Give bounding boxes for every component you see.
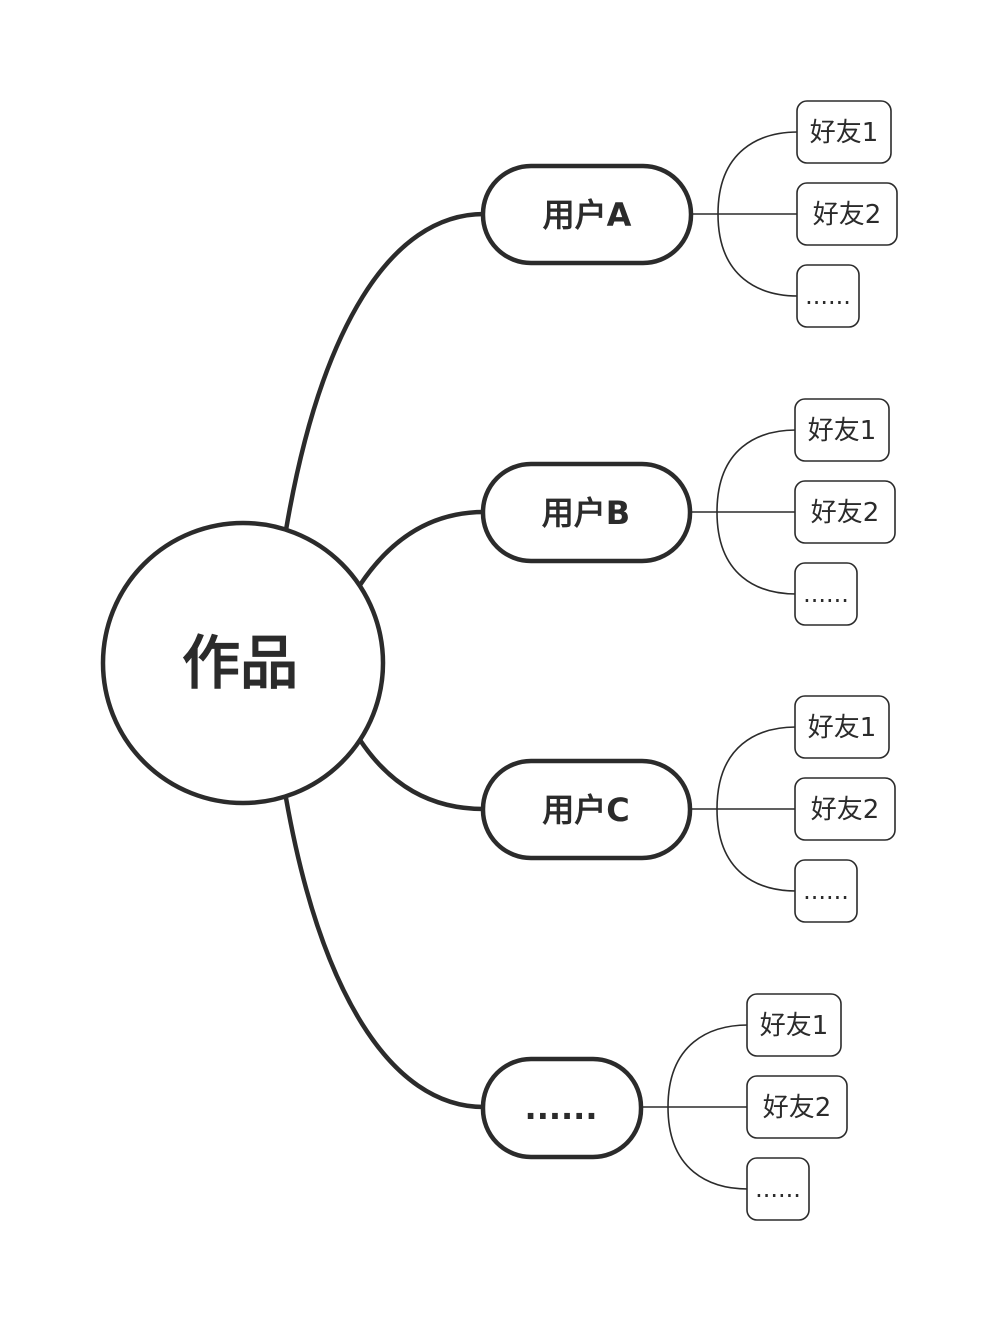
- leaf-connector: [716, 511, 797, 595]
- leaf-node-box[interactable]: [796, 264, 860, 328]
- leaf-connectors: [643, 1024, 749, 1190]
- connector-root-more: [283, 797, 485, 1110]
- leaf-node-label: ......: [805, 282, 851, 310]
- leaf-node-label: 好友1: [760, 1011, 829, 1041]
- user-node-box[interactable]: [480, 758, 693, 861]
- leaf-node-label: ......: [755, 1175, 801, 1203]
- leaf-connector: [667, 1106, 749, 1190]
- leaf-connectors: [692, 726, 797, 892]
- leaf-node-label: 好友2: [763, 1093, 832, 1123]
- branch-user-b: 用户B 好友1 好友2 ......: [480, 398, 896, 626]
- user-node-box[interactable]: [480, 163, 694, 266]
- leaf-node-box[interactable]: [794, 777, 896, 841]
- leaf-connector: [716, 808, 797, 892]
- leaf-node-box[interactable]: [796, 182, 898, 246]
- leaf-node-box[interactable]: [794, 398, 890, 462]
- leaf-node-label: ......: [803, 877, 849, 905]
- leaf-node-box[interactable]: [746, 993, 842, 1057]
- user-node-box[interactable]: [480, 461, 693, 564]
- leaf-node-box[interactable]: [746, 1075, 848, 1139]
- user-node-label: ......: [525, 1089, 598, 1127]
- leaf-connector: [717, 131, 799, 215]
- connector-root-user-a: [283, 211, 485, 531]
- leaf-connector: [667, 1024, 749, 1108]
- leaf-node-label: 好友2: [813, 200, 882, 230]
- main-connectors: [283, 211, 485, 1110]
- leaf-node-box[interactable]: [794, 695, 890, 759]
- root-label: 作品: [182, 629, 298, 697]
- leaf-node-label: 好友1: [808, 416, 877, 446]
- leaf-connector: [717, 213, 799, 297]
- user-node-box[interactable]: [480, 1056, 644, 1160]
- leaf-node-label: 好友1: [808, 713, 877, 743]
- user-node-label: 用户B: [542, 494, 630, 532]
- leaf-node-box[interactable]: [796, 100, 892, 164]
- branch-user-c: 用户C 好友1 好友2 ......: [480, 695, 896, 923]
- branch-more: ...... 好友1 好友2 ......: [480, 993, 848, 1221]
- leaf-connector: [716, 429, 797, 513]
- leaf-node-label: ......: [803, 580, 849, 608]
- leaf-node-box[interactable]: [794, 480, 896, 544]
- leaf-node-box[interactable]: [794, 562, 858, 626]
- root-circle: [100, 520, 386, 806]
- leaf-node-label: 好友2: [811, 795, 880, 825]
- leaf-node-label: 好友2: [811, 498, 880, 528]
- leaf-connectors: [693, 131, 799, 297]
- leaf-node-box[interactable]: [746, 1157, 810, 1221]
- connector-root-user-b: [358, 509, 485, 587]
- leaf-node-label: 好友1: [810, 118, 879, 148]
- branch-user-a: 用户A 好友1 好友2 ......: [480, 100, 898, 328]
- user-node-label: 用户A: [543, 196, 632, 234]
- leaf-connector: [716, 726, 797, 810]
- connector-root-user-c: [358, 738, 485, 812]
- leaf-node-box[interactable]: [794, 859, 858, 923]
- user-node-label: 用户C: [542, 791, 630, 829]
- leaf-connectors: [692, 429, 797, 595]
- root-node[interactable]: 作品: [100, 520, 386, 806]
